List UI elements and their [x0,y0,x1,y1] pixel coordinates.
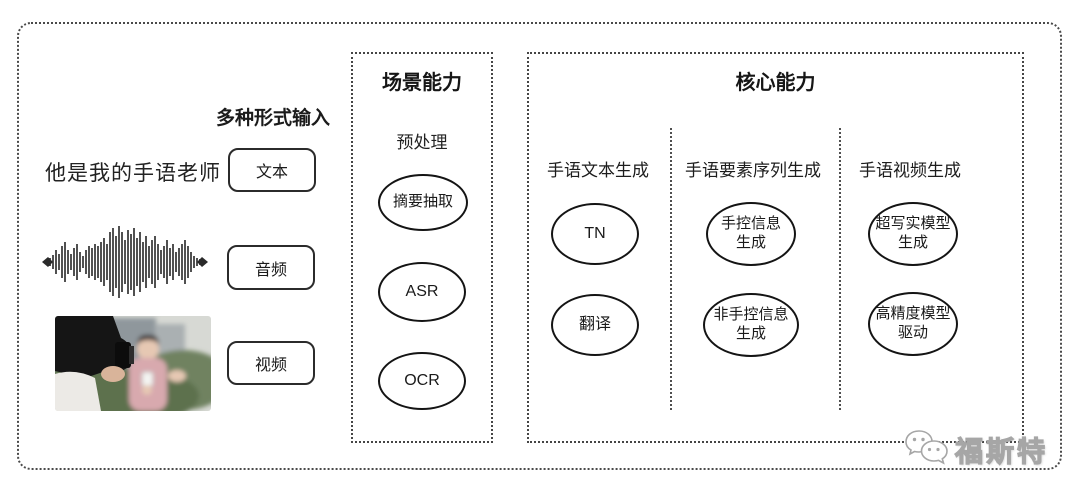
outer-dotted-frame [17,22,1062,470]
input-box-text-label: 文本 [255,164,288,181]
node-ocr-label: OCR [404,372,440,389]
sample-text-sentence: 他是我的手语老师 [45,162,221,185]
node-asr-label: ASR [405,283,439,300]
input-box-video: 视频 [227,341,315,385]
node-hyperrealistic-model-generation-label: 超写实模型 生成 [875,215,951,251]
scene-capability-panel [351,52,493,443]
node-hyperrealistic-model-generation: 超写实模型 生成 [868,202,958,266]
core-panel-title: 核心能力 [735,72,816,94]
node-tn: TN [551,203,639,265]
input-section-title: 多种形式输入 [215,108,330,129]
audio-waveform-icon [42,222,208,302]
node-highprecision-model-driving: 高精度模型 驱动 [868,292,958,356]
column-header-element-sequence-generation: 手语要素序列生成 [685,161,821,180]
node-summary-extraction: 摘要抽取 [378,174,468,231]
node-manual-info-generation-label: 手控信息 生成 [720,215,781,251]
column-divider-2 [839,128,841,410]
column-divider-1 [670,128,672,410]
input-box-audio-label: 音频 [254,261,287,279]
node-asr: ASR [378,262,466,322]
reporter-video-photo [55,316,211,411]
node-tn-label: TN [584,225,606,242]
scene-panel-title: 场景能力 [382,72,462,94]
watermark: 福斯特 [903,426,1048,474]
watermark-text: 福斯特 [954,435,1049,467]
core-capability-panel [527,52,1024,443]
node-ocr: OCR [378,352,466,410]
input-box-audio: 音频 [227,245,315,290]
column-header-video-generation: 手语视频生成 [859,161,961,180]
node-manual-info-generation: 手控信息 生成 [706,202,796,266]
node-translation: 翻译 [551,294,639,356]
wechat-icon [903,427,951,474]
input-box-video-label: 视频 [254,357,287,374]
preprocess-stage-label: 预处理 [396,133,448,152]
column-header-text-generation: 手语文本生成 [547,161,649,180]
node-translation-label: 翻译 [578,316,611,333]
node-nonmanual-info-generation: 非手控信息 生成 [703,293,799,357]
input-box-text: 文本 [228,148,316,192]
node-nonmanual-info-generation-label: 非手控信息 生成 [713,306,789,342]
node-summary-extraction-label: 摘要抽取 [392,193,453,211]
node-highprecision-model-driving-label: 高精度模型 驱动 [875,305,951,341]
